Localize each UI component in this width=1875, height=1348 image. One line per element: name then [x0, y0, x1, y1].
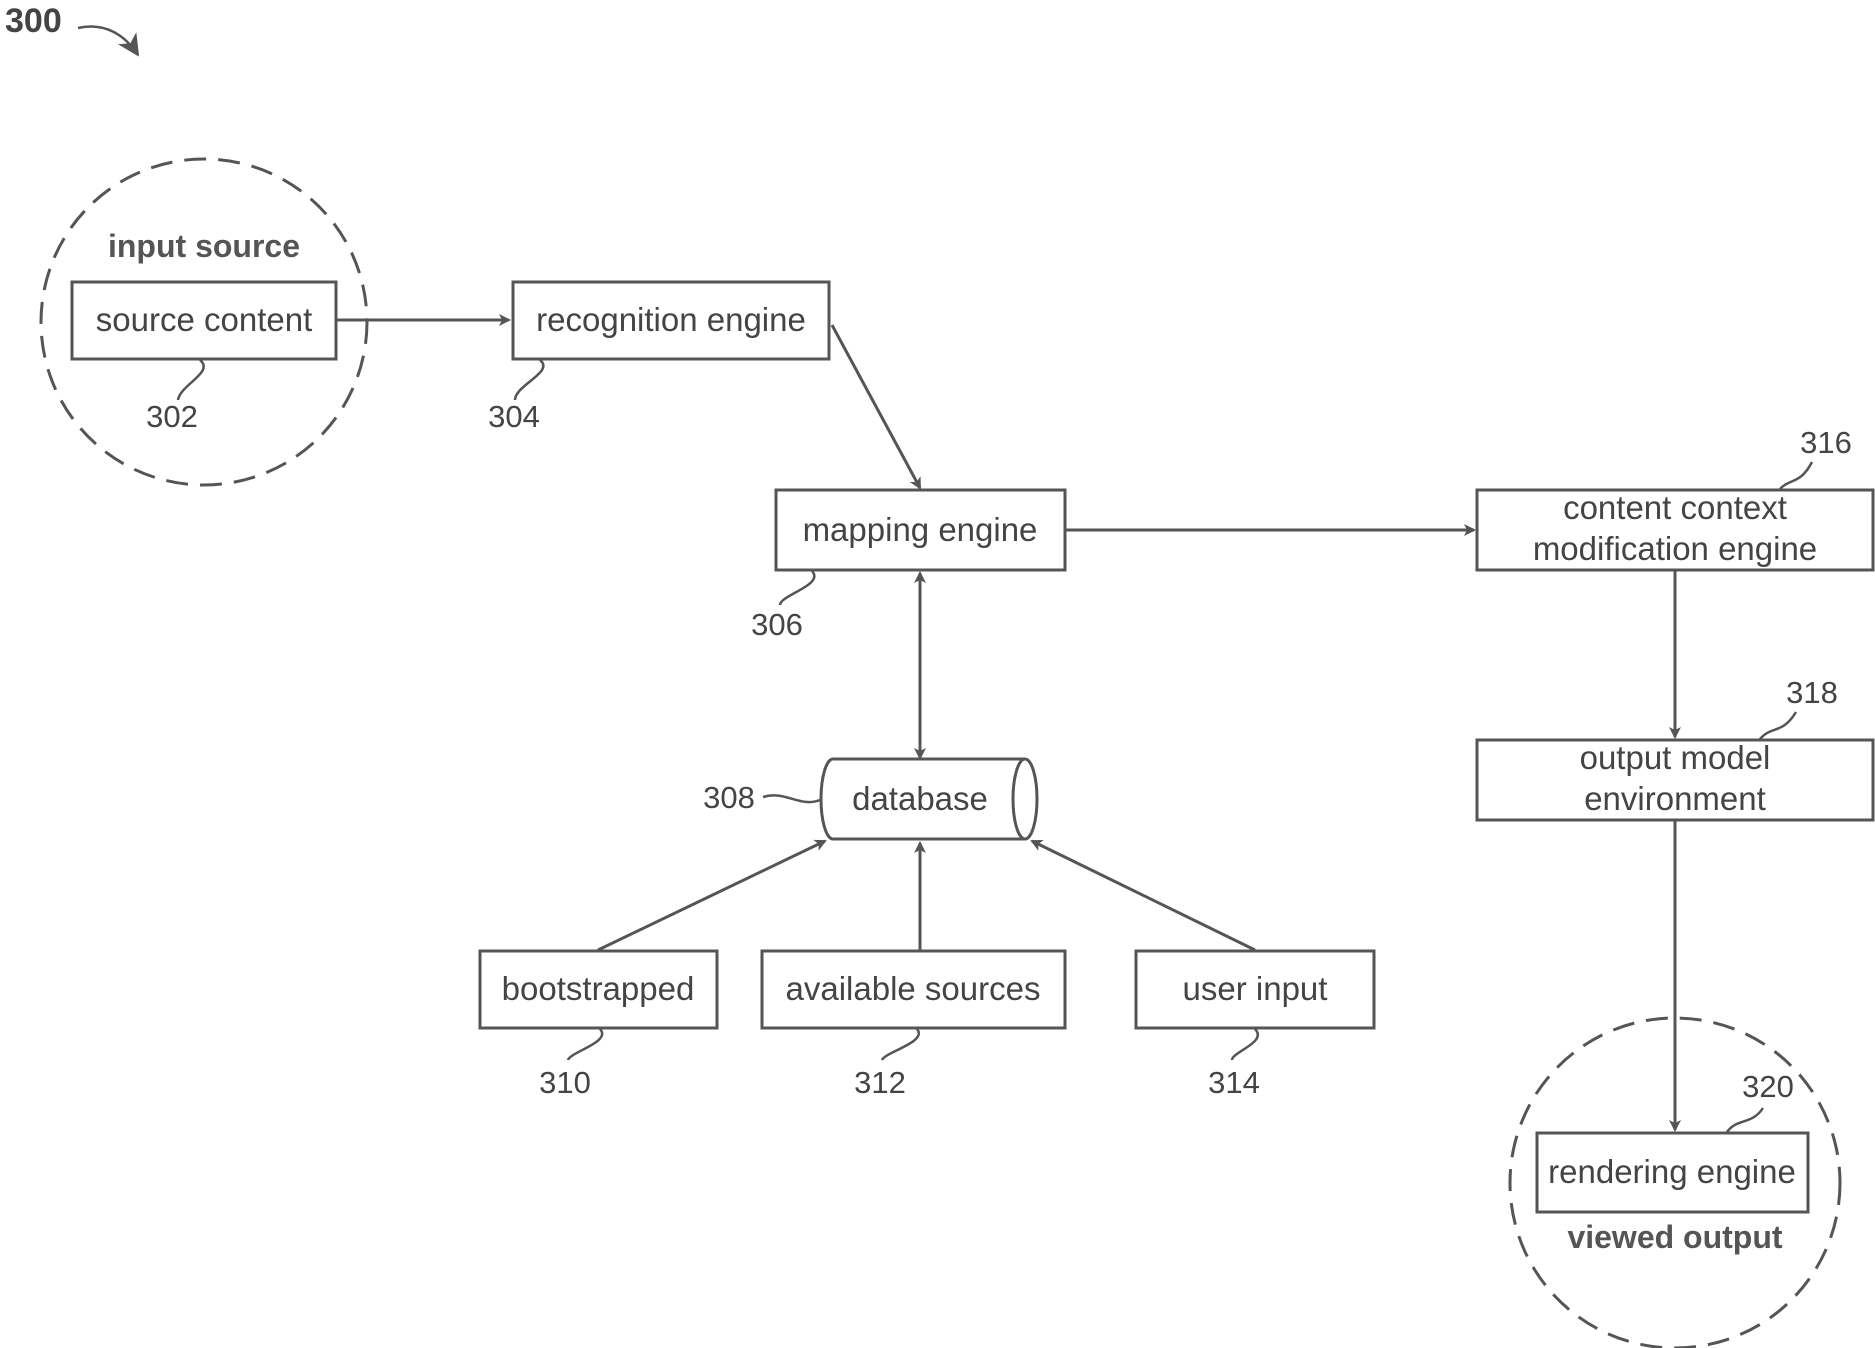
ref-310: 310 [539, 1065, 591, 1100]
leader-308 [762, 794, 821, 804]
rendering-engine-box: rendering engine [1535, 1131, 1810, 1214]
source-content-box: source content [70, 280, 338, 361]
source-content-label: source content [96, 301, 312, 338]
database-cylinder: database [819, 757, 1039, 841]
ref-312: 312 [854, 1065, 906, 1100]
leader-310 [566, 1028, 604, 1061]
available-sources-box: available sources [760, 949, 1067, 1030]
ref-304: 304 [488, 399, 540, 434]
output-model-line1: output model [1580, 739, 1771, 776]
output-model-box: output model environment [1475, 738, 1875, 822]
output-model-line2: environment [1584, 780, 1766, 817]
ref-318: 318 [1786, 675, 1838, 710]
leader-318 [1759, 711, 1798, 740]
database-label: database [852, 780, 988, 817]
leader-314 [1230, 1028, 1259, 1061]
leader-306 [778, 570, 816, 606]
rendering-engine-label: rendering engine [1548, 1153, 1796, 1190]
viewed-output-label: viewed output [1567, 1219, 1782, 1255]
user-input-label: user input [1183, 970, 1328, 1007]
ref-306: 306 [751, 607, 803, 642]
bootstrapped-box: bootstrapped [478, 949, 719, 1030]
ref-314: 314 [1208, 1065, 1260, 1100]
recognition-engine-label: recognition engine [536, 301, 806, 338]
content-context-box: content context modification engine [1475, 488, 1875, 572]
viewed-output-group [1508, 1016, 1842, 1348]
ref-302: 302 [146, 399, 198, 434]
recognition-engine-box: recognition engine [511, 280, 831, 361]
content-context-line2: modification engine [1533, 530, 1817, 567]
ref-316: 316 [1800, 425, 1852, 460]
ref-308: 308 [703, 780, 755, 815]
ref-320: 320 [1742, 1069, 1794, 1104]
bootstrapped-label: bootstrapped [502, 970, 695, 1007]
leader-304 [513, 359, 545, 401]
input-source-label: input source [108, 228, 300, 264]
mapping-engine-box: mapping engine [774, 488, 1067, 572]
available-sources-label: available sources [786, 970, 1041, 1007]
edge-recognition-to-mapping [830, 324, 922, 490]
mapping-engine-label: mapping engine [803, 511, 1038, 548]
input-source-group [39, 157, 369, 487]
leader-312 [880, 1028, 921, 1061]
figure-number: 300 [5, 2, 62, 40]
content-context-line1: content context [1563, 489, 1787, 526]
edge-bootstrapped-to-database [597, 839, 827, 952]
leader-316 [1779, 461, 1814, 490]
figure-arrow [77, 25, 140, 57]
leader-320 [1725, 1107, 1765, 1133]
leader-302 [176, 359, 205, 401]
user-input-box: user input [1134, 949, 1376, 1030]
edge-userinput-to-database [1030, 839, 1256, 952]
